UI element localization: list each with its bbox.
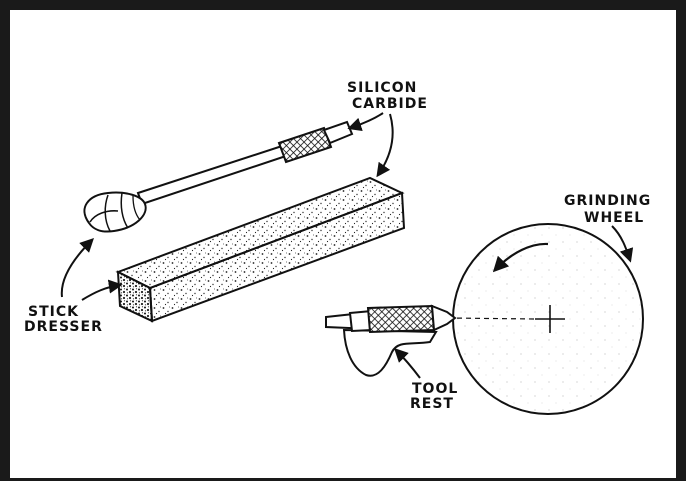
- grinding-wheel: [447, 223, 644, 415]
- arrow-to-block: [376, 113, 394, 178]
- arrow-to-stick: [81, 279, 123, 301]
- arrow-to-rest: [394, 348, 421, 379]
- svg-text:DRESSER: DRESSER: [24, 319, 103, 335]
- svg-text:WHEEL: WHEEL: [584, 210, 644, 226]
- tool-rest: [325, 304, 457, 377]
- stick-dresser-handle: [83, 120, 354, 233]
- svg-text:SILICON: SILICON: [347, 80, 417, 96]
- label-stick-dresser: STICK DRESSER: [24, 304, 103, 335]
- label-tool-rest: TOOL REST: [410, 381, 458, 412]
- leader-arrows: [60, 112, 634, 379]
- label-silicon-carbide: SILICON CARBIDE: [347, 80, 428, 112]
- svg-text:GRINDING: GRINDING: [564, 193, 651, 209]
- svg-text:CARBIDE: CARBIDE: [352, 96, 428, 112]
- silicon-carbide-block: [115, 176, 406, 323]
- label-grinding-wheel: GRINDING WHEEL: [564, 193, 651, 226]
- svg-text:STICK: STICK: [28, 304, 79, 320]
- rotation-arrow-icon: [492, 242, 549, 273]
- arrow-to-handle: [347, 112, 384, 132]
- arrow-to-knob: [60, 238, 94, 298]
- svg-text:REST: REST: [410, 396, 454, 412]
- arrow-to-wheel: [611, 225, 634, 263]
- svg-text:TOOL: TOOL: [412, 381, 458, 397]
